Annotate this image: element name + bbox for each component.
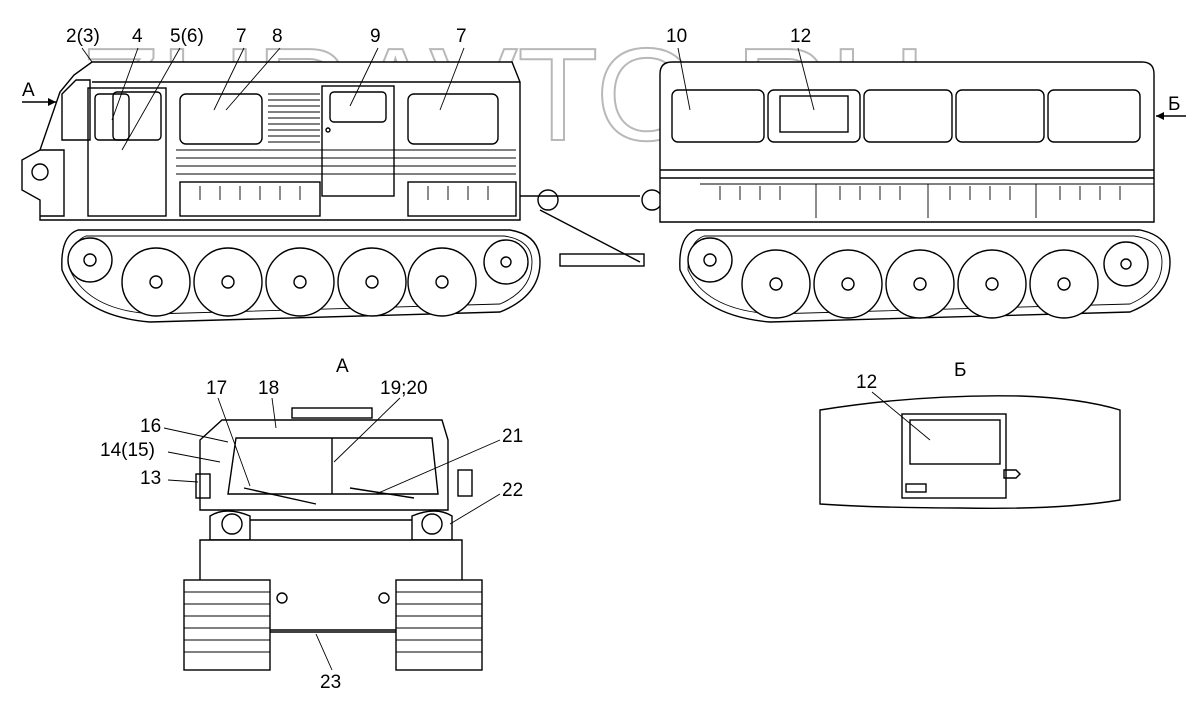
callout-front-6: 13 bbox=[140, 468, 161, 489]
front-view: А bbox=[183, 356, 483, 671]
callout-side-7: 7 bbox=[456, 26, 467, 47]
front-callouts: 17 18 19;20 16 14(15) 13 21 22 23 bbox=[100, 378, 523, 693]
side-callouts: 2(3) 4 5(6) 7 8 9 7 10 12 bbox=[66, 26, 815, 151]
callout-side-4: 7 bbox=[236, 26, 247, 47]
callout-front-5: 14(15) bbox=[100, 440, 155, 461]
callout-side-1: 2(3) bbox=[66, 26, 100, 47]
callout-side-6: 9 bbox=[370, 26, 381, 47]
coupling bbox=[520, 189, 663, 267]
rear-view: Б 12 bbox=[819, 360, 1121, 510]
callout-side-9: 12 bbox=[790, 26, 811, 47]
callout-side-2: 4 bbox=[132, 26, 143, 47]
callout-front-2: 18 bbox=[258, 378, 279, 399]
callout-front-7: 21 bbox=[502, 426, 523, 447]
callout-front-1: 17 bbox=[206, 378, 227, 399]
callout-side-3: 5(6) bbox=[170, 26, 204, 47]
direction-label-a: А bbox=[22, 80, 35, 101]
front-unit bbox=[21, 61, 541, 323]
rear-unit bbox=[659, 61, 1171, 323]
callout-front-3: 19;20 bbox=[380, 378, 428, 399]
direction-label-b: Б bbox=[1168, 94, 1180, 115]
front-view-title: А bbox=[336, 356, 349, 377]
callout-front-4: 16 bbox=[140, 416, 161, 437]
direction-arrow-b: Б bbox=[1156, 94, 1186, 120]
callout-front-8: 22 bbox=[502, 480, 523, 501]
callout-rear-1: 12 bbox=[856, 372, 877, 393]
rear-view-title: Б bbox=[954, 360, 966, 381]
callout-side-8: 10 bbox=[666, 26, 687, 47]
callout-side-5: 8 bbox=[272, 26, 283, 47]
callout-front-9: 23 bbox=[320, 672, 341, 693]
direction-arrow-a: А bbox=[22, 80, 56, 106]
